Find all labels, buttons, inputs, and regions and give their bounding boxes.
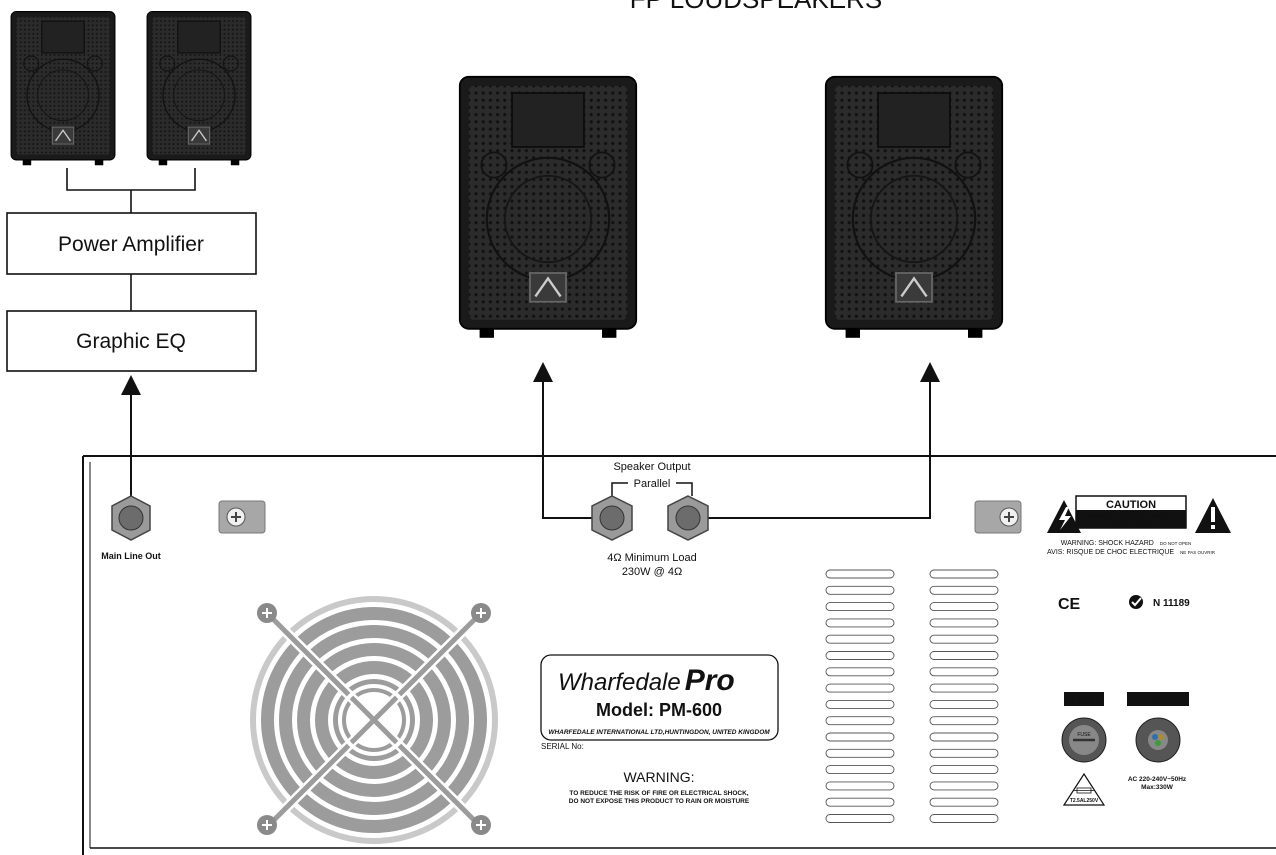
vent-slot — [825, 634, 895, 644]
vent-slot — [929, 651, 999, 660]
fuse-rating-triangle — [1062, 772, 1106, 806]
ce-mark: CE — [1058, 596, 1081, 613]
vent-slot — [929, 797, 999, 807]
power-amplifier-label: Power Amplifier — [58, 233, 204, 256]
vent-slot — [825, 814, 895, 823]
small-speaker-bracket — [66, 168, 196, 311]
caution-title: CAUTION — [1106, 499, 1156, 511]
vent-slot — [825, 699, 895, 709]
large-speaker-right — [824, 75, 1004, 340]
vent-slot — [825, 602, 895, 612]
checkmark-cert-icon — [1129, 595, 1143, 609]
ac-input-label-box — [1127, 692, 1189, 706]
vent-slot — [825, 618, 895, 628]
vent-slot — [929, 569, 999, 579]
vent-slot — [929, 634, 999, 644]
vent-slot — [929, 732, 999, 742]
vent-slot — [929, 765, 999, 775]
vent-slot — [929, 683, 999, 693]
vent-slot — [929, 814, 999, 823]
fuse-rating: T2.5AL250V — [1070, 798, 1099, 804]
small-speaker-right — [146, 10, 252, 166]
parallel-bracket — [611, 482, 693, 496]
minimum-load-label: 4Ω Minimum Load — [607, 552, 697, 564]
fuse-label: FUSE — [1072, 695, 1096, 705]
ground-screw-left — [218, 500, 266, 534]
vent-slot — [825, 748, 895, 758]
vent-slot — [825, 683, 895, 693]
vent-slot — [929, 602, 999, 612]
page-title: FP LOUDSPEAKERS — [630, 0, 882, 14]
speaker-jack-2 — [667, 495, 709, 541]
model-label: Model: PM-600 — [596, 700, 722, 720]
ac-spec-1: AC 220-240V~50Hz — [1128, 776, 1187, 783]
warning-text-1: TO REDUCE THE RISK OF FIRE OR ELECTRICAL… — [569, 790, 748, 797]
cooling-fan — [250, 596, 498, 844]
vent-slot — [825, 716, 895, 726]
vent-slot — [929, 699, 999, 709]
vent-slot — [825, 781, 895, 791]
rear-panel-outline — [82, 455, 1276, 855]
vent-slot — [825, 585, 895, 595]
speaker-output-label: Speaker Output — [613, 461, 690, 473]
exclamation-warning-icon — [1195, 498, 1231, 533]
vent-slot — [929, 716, 999, 726]
vent-slot — [825, 765, 895, 775]
lightning-warning-icon — [1047, 500, 1081, 533]
small-speaker-left — [10, 10, 116, 166]
parallel-label: Parallel — [634, 478, 671, 490]
ground-screw-right — [974, 500, 1022, 534]
cert-number: N 11189 — [1153, 598, 1190, 609]
power-amplifier-box — [6, 212, 257, 275]
speaker-jack-1 — [591, 495, 633, 541]
model-plate — [540, 654, 779, 741]
vent-slot — [825, 569, 895, 579]
vent-slot — [825, 651, 895, 660]
vent-slot — [825, 667, 895, 677]
serial-label: SERIAL No: — [541, 742, 584, 751]
graphic-eq-box — [6, 310, 257, 372]
company-label: WHARFEDALE INTERNATIONAL LTD,HUNTINGDON,… — [548, 729, 770, 736]
ac-spec-2: Max:330W — [1141, 784, 1174, 791]
fuse-label-box — [1064, 692, 1104, 706]
vent-slot — [825, 797, 895, 807]
vent-slot — [929, 585, 999, 595]
speaker-cables — [533, 362, 940, 519]
caution-line2: DO NOT OPEN — [1108, 520, 1154, 527]
vent-slots — [825, 569, 999, 823]
fuse-holder: FUSE — [1061, 717, 1107, 763]
fuse-holder-text: FUSE — [1077, 732, 1091, 738]
main-line-out-label: Main Line Out — [101, 551, 161, 561]
ac-input-label: AC INPUT — [1137, 695, 1180, 705]
vent-slot — [929, 618, 999, 628]
main-line-out-jack — [111, 495, 151, 541]
vent-slot — [825, 732, 895, 742]
warning-text-2: DO NOT EXPOSE THIS PRODUCT TO RAIN OR MO… — [569, 798, 750, 805]
vent-slot — [929, 781, 999, 791]
warning-title: WARNING: — [623, 769, 694, 785]
fan-screws — [257, 603, 491, 835]
large-speaker-left — [458, 75, 638, 340]
vent-slot — [929, 748, 999, 758]
caution-line1: RISK OF ELECTRIC SHOCK — [1088, 513, 1174, 520]
graphic-eq-label: Graphic EQ — [76, 330, 186, 353]
vent-slot — [929, 667, 999, 677]
power-rating-label: 230W @ 4Ω — [622, 566, 682, 578]
ac-input-socket — [1135, 717, 1181, 763]
